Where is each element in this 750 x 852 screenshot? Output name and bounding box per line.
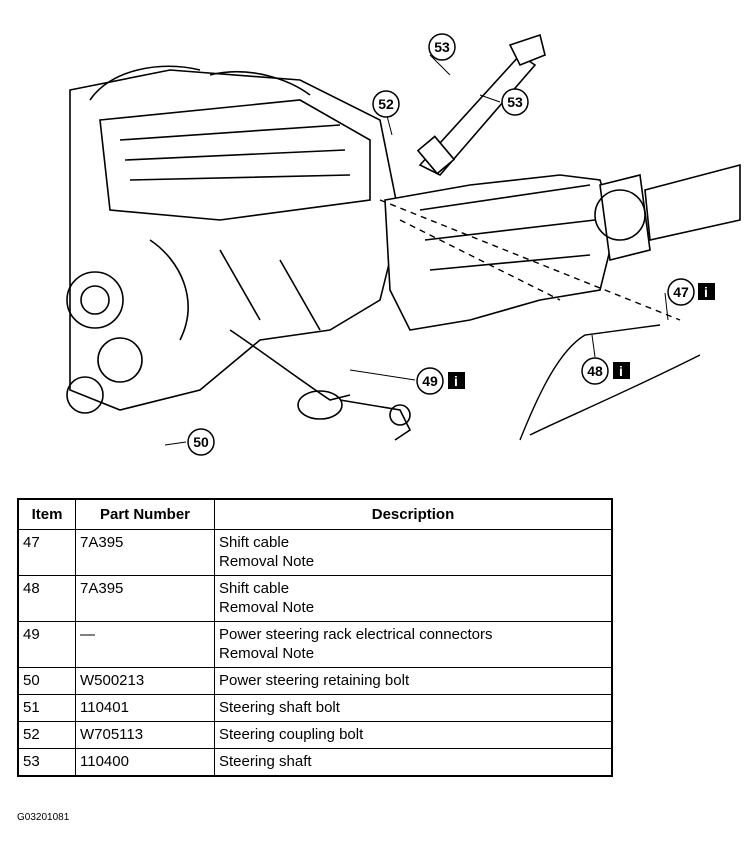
cell-part: 7A395 [75,575,215,622]
cell-part: W500213 [75,667,215,695]
cell-description: Power steering rack electrical connector… [214,621,613,668]
callout-53: 53 [501,88,529,116]
callout-49-label: 49 [422,373,438,389]
removal-note: Removal Note [219,599,315,616]
cell-description: Power steering retaining bolt [214,667,613,695]
cell-description: Steering shaft [214,748,613,777]
desc-line: Shift cable [219,580,290,597]
cell-item: 53 [17,748,76,777]
info-icon [698,283,715,300]
cell-description: Steering coupling bolt [214,721,613,749]
parts-table: Item Part Number Description 47 7A395 Sh… [17,498,613,777]
callout-52: 52 [372,90,400,118]
callout-50-label: 50 [193,434,209,450]
info-icon [613,362,630,379]
info-icon [448,372,465,389]
callout-51-label: 53 [434,39,450,55]
cell-part: 110401 [75,694,215,722]
callout-50: 50 [187,428,215,456]
transmission [384,163,741,331]
engine-transmission-illustration: 53 52 53 47 i 48 i 49 i 50 [66,33,741,456]
cell-item: 49 [17,621,76,668]
cell-part: W705113 [75,721,215,749]
cell-description: Steering shaft bolt [214,694,613,722]
removal-note: Removal Note [219,645,315,662]
callout-48-label: 48 [587,363,603,379]
table-row: 49 — Power steering rack electrical conn… [17,621,613,668]
svg-text:i: i [619,363,623,379]
callout-47-label: 47 [673,284,689,300]
cell-part: 7A395 [75,529,215,576]
cell-item: 51 [17,694,76,722]
removal-note: Removal Note [219,553,315,570]
table-row: 53 110400 Steering shaft [17,748,613,777]
desc-line: Power steering rack electrical connector… [219,626,493,643]
cell-item: 48 [17,575,76,622]
table-row: 50 W500213 Power steering retaining bolt [17,667,613,695]
cell-item: 52 [17,721,76,749]
cell-item: 47 [17,529,76,576]
figure-id: G03201081 [17,812,70,823]
callout-51: 53 [428,33,456,61]
header-description: Description [214,498,613,530]
table-row: 51 110401 Steering shaft bolt [17,694,613,722]
cell-item: 50 [17,667,76,695]
cell-part: 110400 [75,748,215,777]
header-part-number: Part Number [75,498,215,530]
desc-line: Shift cable [219,534,290,551]
table-row: 52 W705113 Steering coupling bolt [17,721,613,749]
callout-48: 48 i [581,357,630,385]
table-header-row: Item Part Number Description [17,498,613,530]
callout-53-label: 53 [507,94,523,110]
leader-lines [164,54,669,446]
svg-text:i: i [454,373,458,389]
callout-47: 47 i [667,278,715,306]
shift-cable [379,199,701,441]
engine-block [66,65,412,441]
svg-text:i: i [704,284,708,300]
header-item: Item [17,498,76,530]
callout-52-label: 52 [378,96,394,112]
steering-shaft [416,33,546,176]
callout-49: 49 i [416,367,465,395]
cell-part: — [75,621,215,668]
